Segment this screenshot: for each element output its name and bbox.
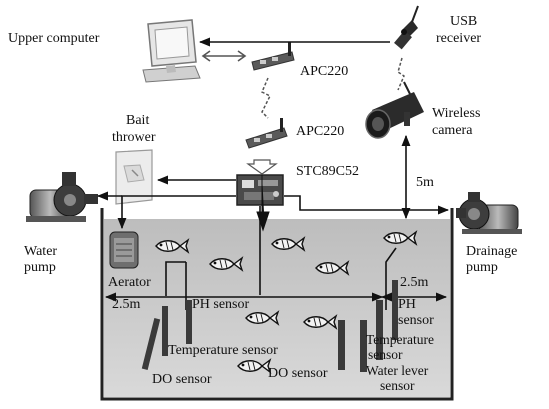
drainage-pump-label-line1: Drainage [466,244,518,259]
dist-right-label: 2.5m [400,275,429,290]
wireless-camera-icon [365,81,424,139]
drainage-pump-label-line2: pump [466,260,498,275]
bait-thrower-label-line1: Bait [126,113,150,128]
board-to-drainage-line [284,195,450,215]
bait-thrower-icon [115,149,153,205]
temperature-sensor-center-label: Temperature sensor [168,343,278,358]
water-level-probe [392,280,398,340]
water-level-sensor-label-line1: Water lever [366,363,429,378]
upper-computer-label: Upper computer [8,31,100,46]
aerator-label: Aerator [108,275,151,290]
wireless-camera-label-line2: camera [432,123,473,138]
apc-to-board-arrow [246,159,278,175]
do-probe-center [338,320,345,370]
ph-sensor-right-label-line1: PH [398,297,416,312]
wireless-apc-link [261,77,272,119]
ph-sensor-right-label-line2: sensor [398,313,434,328]
controller-label: STC89C52 [296,164,360,179]
temperature-sensor-right-label-line1: Temperature [366,332,435,347]
water-pump-label-line2: pump [24,260,56,275]
water-level-sensor-label-line2: sensor [380,378,415,393]
temperature-probe-right [360,320,367,372]
tank-walls [100,208,454,401]
usb-receiver-icon [394,5,419,50]
apc220-top-label: APC220 [300,64,349,79]
temperature-probe-left [162,306,168,356]
apc220-bottom-icon [245,118,288,149]
do-sensor-center-label: DO sensor [268,366,328,381]
wireless-usb-camera-link [397,57,405,91]
dist-left-label: 2.5m [112,297,141,312]
wireless-camera-label-line1: Wireless [432,106,481,121]
do-sensor-left-label: DO sensor [152,372,212,387]
board-data-arrow [256,175,270,232]
apc220-bottom-label: APC220 [296,124,345,139]
stc89c52-board-icon [236,174,284,206]
camera-height-label: 5m [416,175,434,190]
ph-probe-right [376,300,383,360]
water-pump-label-line1: Water [24,244,58,259]
ph-lead-left [165,261,186,296]
aerator-icon [109,231,139,269]
temperature-sensor-right-label-line2: sensor [368,347,403,362]
upper-computer-icon [142,19,201,83]
ph-sensor-center-label: PH sensor [192,297,250,312]
bait-thrower-label-line2: thrower [112,130,156,145]
wireless-links [261,57,405,119]
usb-receiver-label-line1: USB [450,14,478,29]
computer-apc-double-arrow [201,50,247,62]
apc220-top-icon [251,42,295,71]
water-pump-icon [26,172,98,222]
right-sensor-lead [385,247,397,310]
sensor-probes [141,280,398,372]
drainage-pump-icon [456,192,522,234]
ph-probe-center [186,300,192,344]
usb-receiver-label-line2: receiver [436,31,482,46]
do-probe-left [141,318,161,370]
